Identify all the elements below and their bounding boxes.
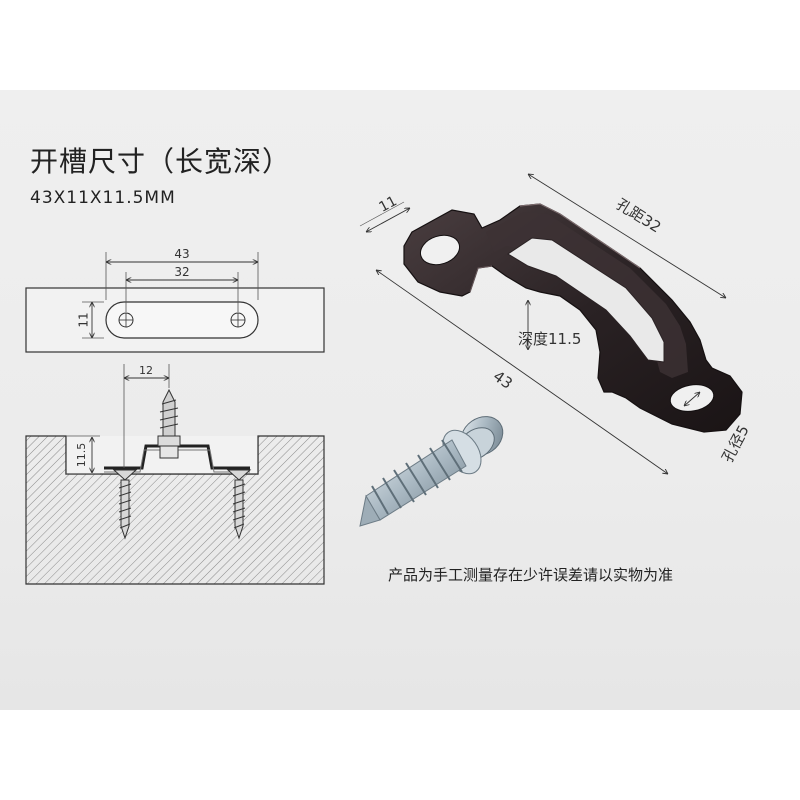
product-label-length-43: 43 xyxy=(490,367,516,393)
bracket-product-image xyxy=(403,203,743,433)
page-title: 开槽尺寸（长宽深） xyxy=(30,145,292,178)
screw-hole-left xyxy=(118,312,134,328)
screw-hole-right xyxy=(230,312,246,328)
product-label-depth: 深度11.5 xyxy=(518,330,581,348)
slot-outline xyxy=(105,301,259,339)
dimension-label-11: 11 xyxy=(77,312,91,327)
dimension-label-12: 12 xyxy=(139,364,153,377)
wood-screw-left xyxy=(112,469,138,540)
product-label-width-11: 11 xyxy=(376,193,399,215)
dimension-label-11-5: 11.5 xyxy=(75,443,88,468)
wood-screw-right xyxy=(226,469,252,540)
dimension-label-43: 43 xyxy=(174,247,189,261)
section-view-drawing: 12 11.5 xyxy=(25,364,325,585)
bolt-screw-drawing xyxy=(157,388,181,459)
screw-product-image xyxy=(359,416,504,527)
dimension-label-32: 32 xyxy=(174,265,189,279)
spec-dimensions: 43X11X11.5MM xyxy=(30,188,176,208)
measurement-disclaimer: 产品为手工测量存在少许误差请以实物为准 xyxy=(388,566,674,584)
top-view-drawing: 43 32 11 xyxy=(25,247,325,353)
product-label-hole-distance: 孔距32 xyxy=(613,195,664,236)
